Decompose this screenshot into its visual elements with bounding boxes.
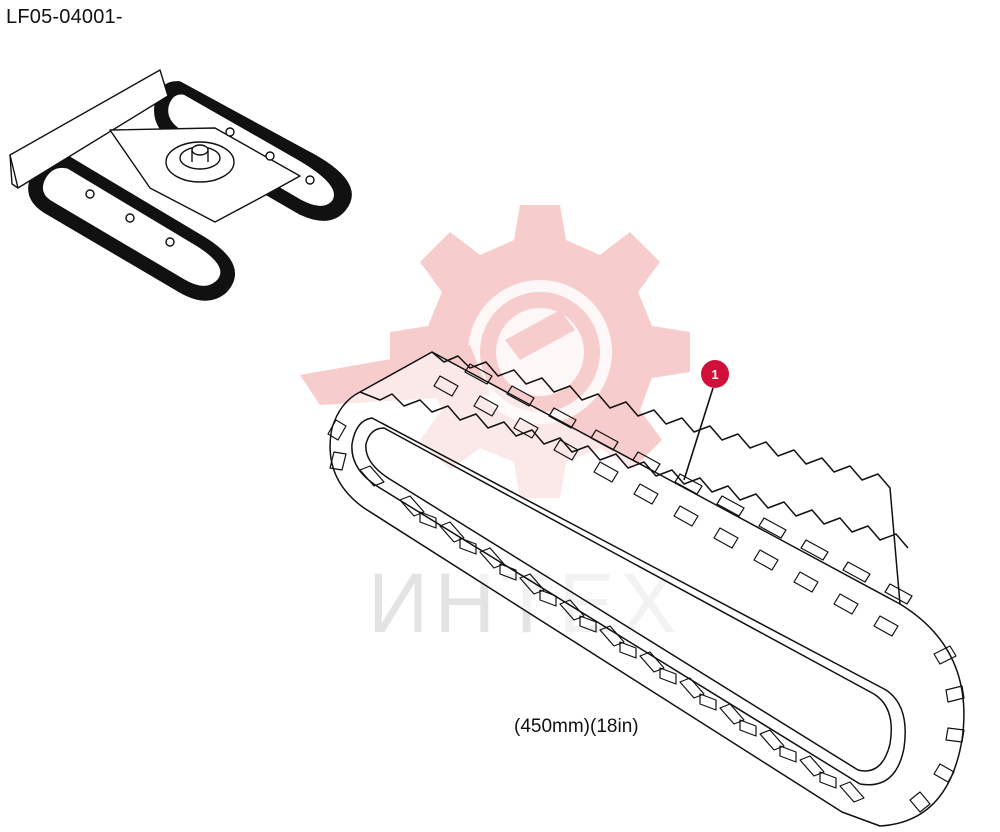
rubber-track-icon	[327, 351, 965, 827]
gear-logo-icon	[300, 205, 690, 498]
page-code: LF05-04001-	[6, 6, 123, 28]
callout-badge	[701, 360, 729, 388]
excavator-undercarriage-icon	[9, 69, 352, 301]
callout-number: 1	[711, 367, 718, 382]
dimension-label: (450mm)(18in)	[514, 716, 639, 737]
callout-leader-line	[683, 387, 714, 481]
callout-1[interactable]: 1	[683, 360, 729, 481]
